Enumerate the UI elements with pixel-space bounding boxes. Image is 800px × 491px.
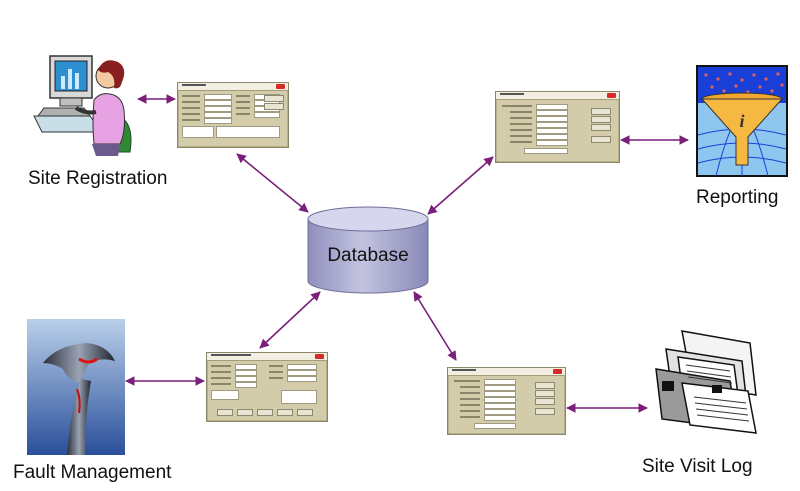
arrow-visitlog-form-to-database xyxy=(413,291,457,361)
site-registration-form xyxy=(177,82,289,148)
database-label: Database xyxy=(327,245,409,266)
funnel-icon: i xyxy=(696,65,788,177)
file-folders-icon xyxy=(655,330,757,434)
site-visit-log-form xyxy=(447,367,566,435)
svg-text:i: i xyxy=(739,111,744,131)
reporting-form xyxy=(495,91,620,163)
arrow-reporting-form-to-database xyxy=(427,156,494,215)
arrow-fault-form-to-database xyxy=(259,291,321,349)
fault-management-label: Fault Management xyxy=(13,462,172,483)
fault-management-form xyxy=(206,352,328,422)
arrow-site-registration-form-to-database xyxy=(236,153,309,213)
reporting-label: Reporting xyxy=(696,187,779,208)
site-registration-label: Site Registration xyxy=(28,168,168,189)
hammer-icon xyxy=(27,319,125,455)
person-at-computer-icon xyxy=(33,55,132,156)
database-cylinder xyxy=(307,206,429,294)
site-visit-log-label: Site Visit Log xyxy=(642,456,753,477)
